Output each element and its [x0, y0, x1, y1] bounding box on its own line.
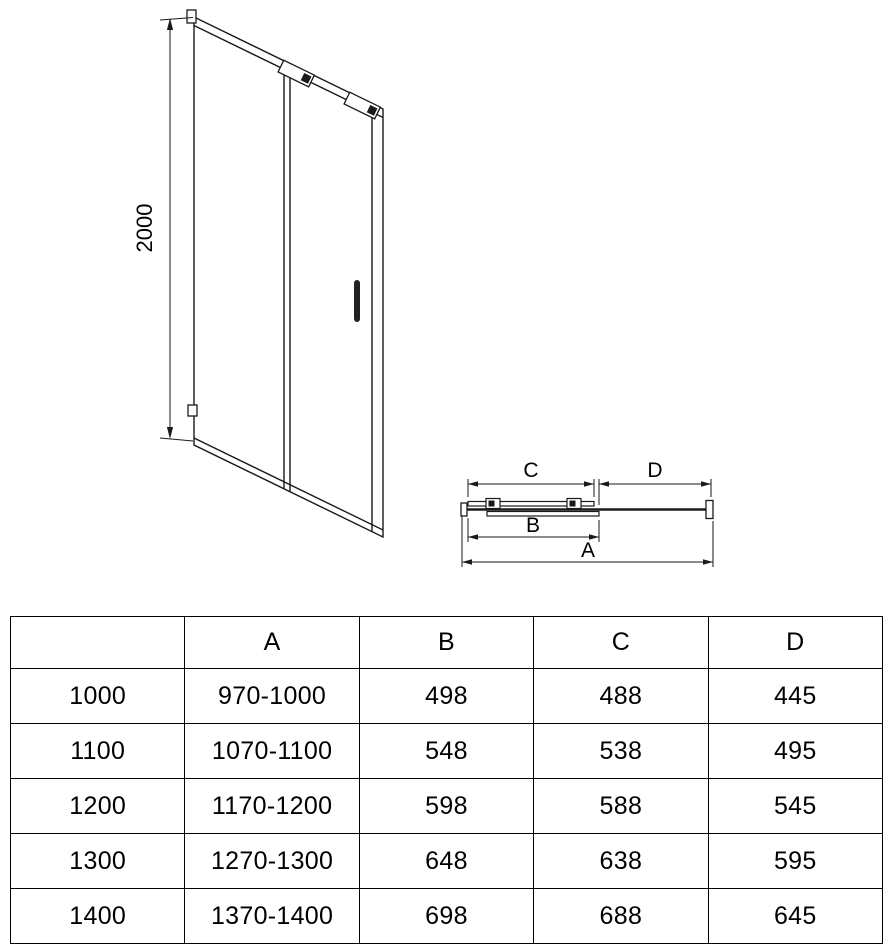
door-frame-outline: [193, 15, 384, 539]
cell-a: 1170-1200: [184, 778, 360, 834]
table-row: 1400 1370-1400 698 688 645: [9, 888, 884, 944]
bottom-rail-line: [193, 437, 384, 531]
wall-bracket-bottom: [187, 404, 198, 417]
cell-d: 545: [707, 778, 884, 834]
front-view-drawing: [193, 15, 384, 539]
cell-c: 538: [533, 723, 709, 779]
dim-label-b: B: [526, 514, 540, 537]
column-header-c: C: [533, 616, 709, 669]
cell-b: 648: [358, 833, 535, 889]
table-row: 1300 1270-1300 648 638 595: [9, 833, 884, 889]
cell-d: 595: [707, 833, 884, 889]
track-end-cap-right: [705, 499, 714, 520]
cell-a: 1070-1100: [184, 723, 360, 779]
cell-a: 1370-1400: [184, 888, 360, 944]
door-handle: [354, 280, 360, 322]
roller-bracket: [343, 91, 382, 120]
fixed-panel-plan: [467, 500, 595, 507]
cell-d: 495: [707, 723, 884, 779]
dim-label-d: D: [647, 459, 662, 482]
cell-b: 548: [358, 723, 535, 779]
track-end-cap-left: [460, 502, 468, 517]
roller-bracket: [277, 59, 316, 88]
dim-label-a: A: [581, 539, 595, 562]
height-dimension: [159, 17, 194, 442]
column-header-d: D: [707, 616, 884, 669]
sliding-panel-plan: [486, 510, 600, 517]
cell-d: 645: [707, 888, 884, 944]
top-view-drawing: [460, 497, 714, 520]
cell-size: 1200: [9, 778, 186, 834]
cell-size: 1400: [9, 888, 186, 944]
table-row: 1200 1170-1200 598 588 545: [9, 778, 884, 834]
size-column-header: [9, 616, 186, 669]
dim-label-c: C: [523, 459, 538, 482]
cell-size: 1000: [9, 668, 186, 724]
cell-size: 1100: [9, 723, 186, 779]
cell-c: 688: [533, 888, 709, 944]
technical-drawing: 2000: [132, 9, 714, 567]
cell-c: 488: [533, 668, 709, 724]
cell-a: 970-1000: [184, 668, 360, 724]
cell-c: 588: [533, 778, 709, 834]
cell-c: 638: [533, 833, 709, 889]
wall-bracket-top: [186, 9, 197, 24]
cell-a: 1270-1300: [184, 833, 360, 889]
top-view-dimensions: [461, 479, 714, 567]
table-row: 1100 1070-1100 548 538 495: [9, 723, 884, 779]
height-dimension-label: 2000: [132, 204, 157, 253]
cell-b: 598: [358, 778, 535, 834]
wall-brackets: [186, 9, 198, 417]
cell-b: 698: [358, 888, 535, 944]
cell-b: 498: [358, 668, 535, 724]
table-header-row: A B C D: [9, 616, 884, 669]
column-header-a: A: [184, 616, 360, 669]
column-header-b: B: [358, 616, 535, 669]
table-row: 1000 970-1000 498 488 445: [9, 668, 884, 724]
top-track-rollers: [277, 59, 382, 120]
cell-size: 1300: [9, 833, 186, 889]
spec-table: A B C D 1000 970-1000 498 488 445 1100 1…: [9, 616, 884, 944]
cell-d: 445: [707, 668, 884, 724]
